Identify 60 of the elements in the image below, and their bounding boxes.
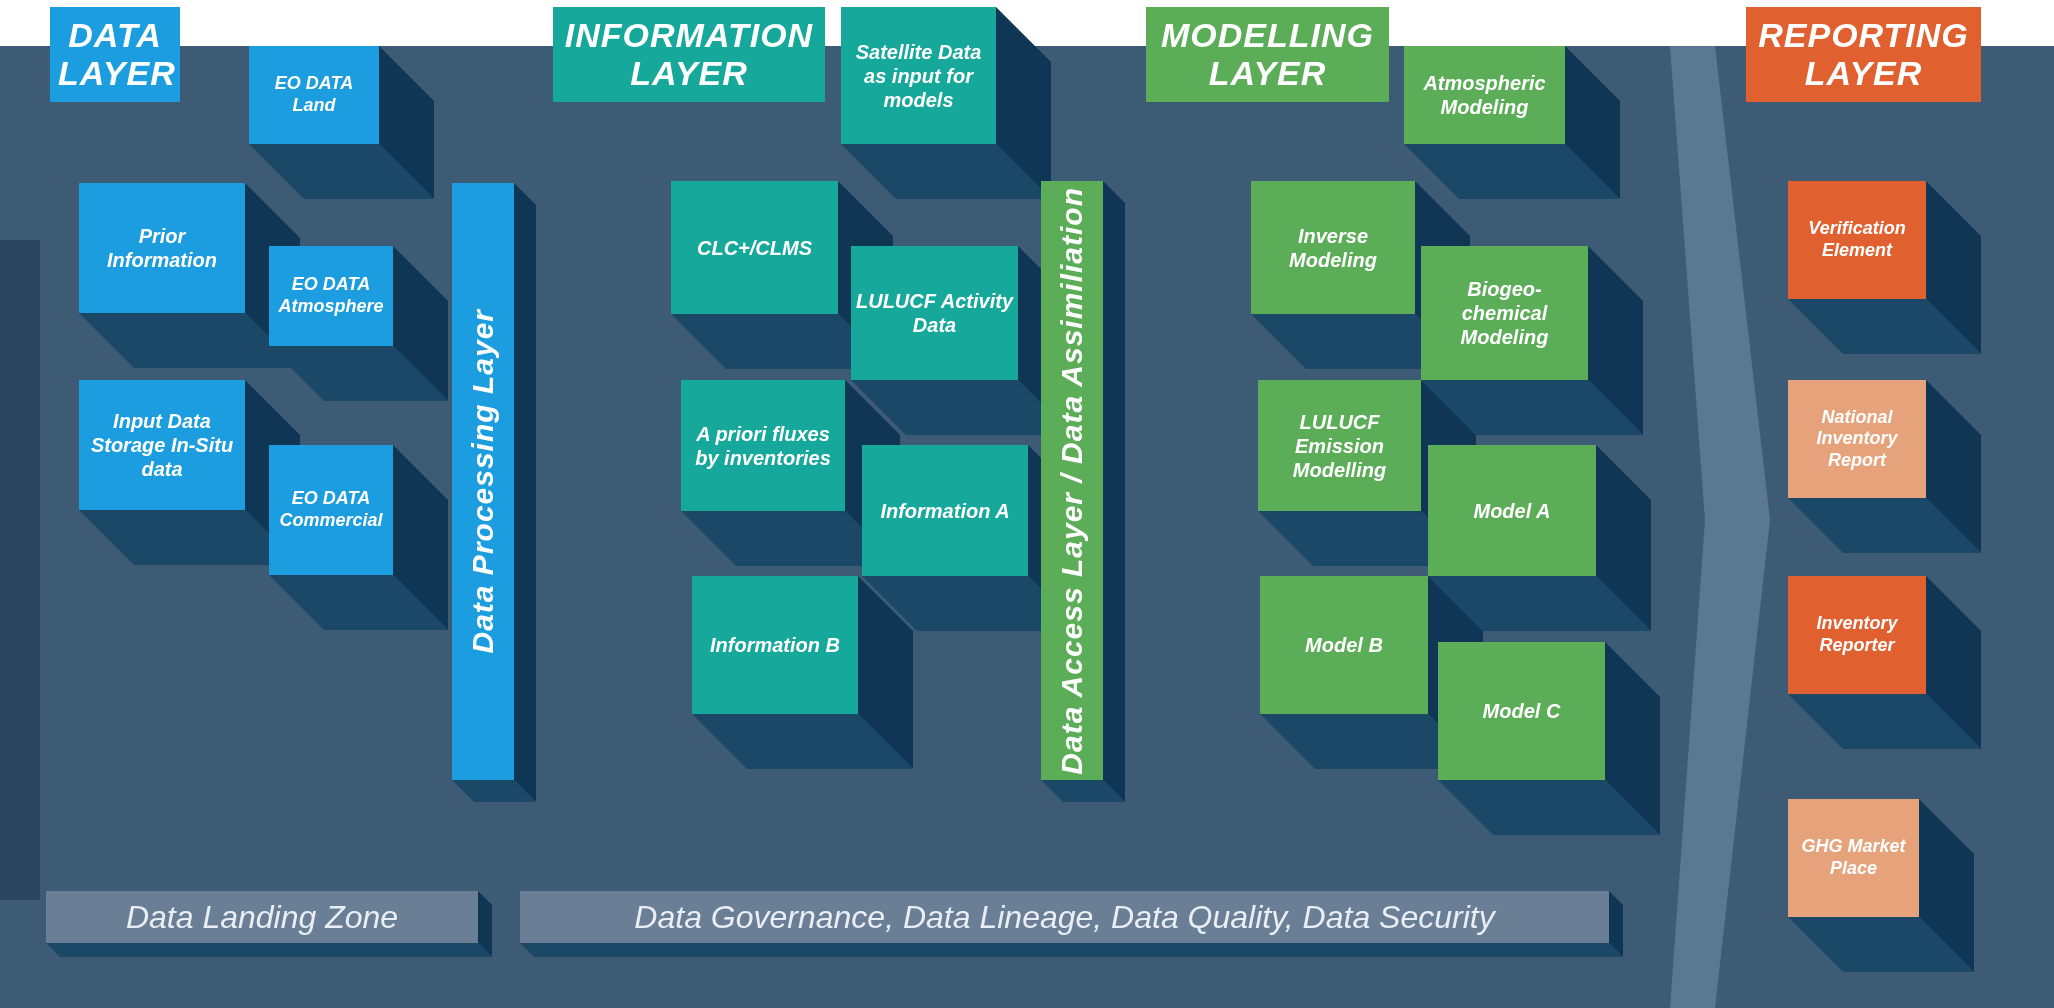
band-label: Data Governance, Data Lineage, Data Quality, Data Security (634, 897, 1495, 937)
block-label: CLC+/CLMS (697, 235, 812, 260)
cube-block (1258, 380, 1421, 511)
block-label: LULUCF Activity Data (854, 289, 1015, 337)
cube-block (269, 246, 393, 346)
block-label: Prior Information (106, 224, 218, 272)
layer-band (46, 891, 478, 943)
cube-block (841, 7, 996, 144)
block-label: Input Data Storage In-Situ data (89, 409, 235, 481)
chevron-divider (1670, 46, 1770, 1008)
heading-text: REPORTING LAYER (1757, 17, 1970, 92)
layer-bar (1041, 181, 1103, 780)
cube-block (79, 183, 245, 313)
cube-block (1251, 181, 1415, 314)
cube-block (851, 246, 1018, 380)
cube-block (1788, 576, 1926, 694)
block-label: Verification Element (1807, 218, 1907, 262)
block-label: LULUCF Emission Modelling (1291, 409, 1388, 482)
block-label: Inverse Modeling (1288, 223, 1378, 272)
block-label: EO DATA Land (273, 73, 355, 117)
cube-block (1788, 181, 1926, 299)
block-label: Atmospheric Modeling (1422, 71, 1547, 119)
block-label: Inventory Reporter (1815, 613, 1899, 657)
cube-block (1788, 799, 1919, 917)
cube-block (862, 445, 1028, 576)
heading-text: MODELLING LAYER (1160, 17, 1375, 92)
block-label: A priori fluxes by inventories (694, 421, 832, 470)
cube-block (1421, 246, 1588, 380)
cube-block (249, 46, 379, 144)
cube-block (671, 181, 838, 314)
block-label: Model B (1305, 633, 1383, 657)
band-label: Data Landing Zone (125, 897, 399, 937)
cube-block (1788, 380, 1926, 498)
heading-text: INFORMATION LAYER (563, 17, 815, 92)
cube-block (1438, 642, 1605, 780)
cube-block (79, 380, 245, 510)
layer-heading (1746, 7, 1981, 102)
cube-block (681, 380, 845, 511)
block-label: EO DATA Atmosphere (277, 274, 385, 318)
bar-label: Data Access Layer / Data Assimiliation (1054, 186, 1089, 775)
block-label: Model A (1473, 498, 1551, 523)
block-label: Information B (710, 633, 840, 657)
layer-heading (553, 7, 825, 102)
block-label: Information A (880, 498, 1010, 523)
cube-block (1428, 445, 1596, 576)
block-label: National Inventory Report (1815, 406, 1899, 472)
block-label: Model C (1482, 699, 1561, 723)
layer-band (520, 891, 1609, 943)
layer-heading (50, 7, 180, 102)
bar-label: Data Processing Layer (465, 309, 500, 654)
block-label: Biogeo- chemical Modeling (1459, 277, 1550, 349)
cube-block (269, 445, 393, 575)
cube-block (692, 576, 858, 714)
block-label: EO DATA Commercial (278, 488, 384, 532)
block-label: Satellite Data as input for models (854, 39, 983, 112)
cube-block (1404, 46, 1565, 144)
layer-bar (452, 183, 514, 780)
layer-heading (1146, 7, 1389, 102)
block-label: GHG Market Place (1800, 836, 1907, 880)
cube-block (1260, 576, 1428, 714)
